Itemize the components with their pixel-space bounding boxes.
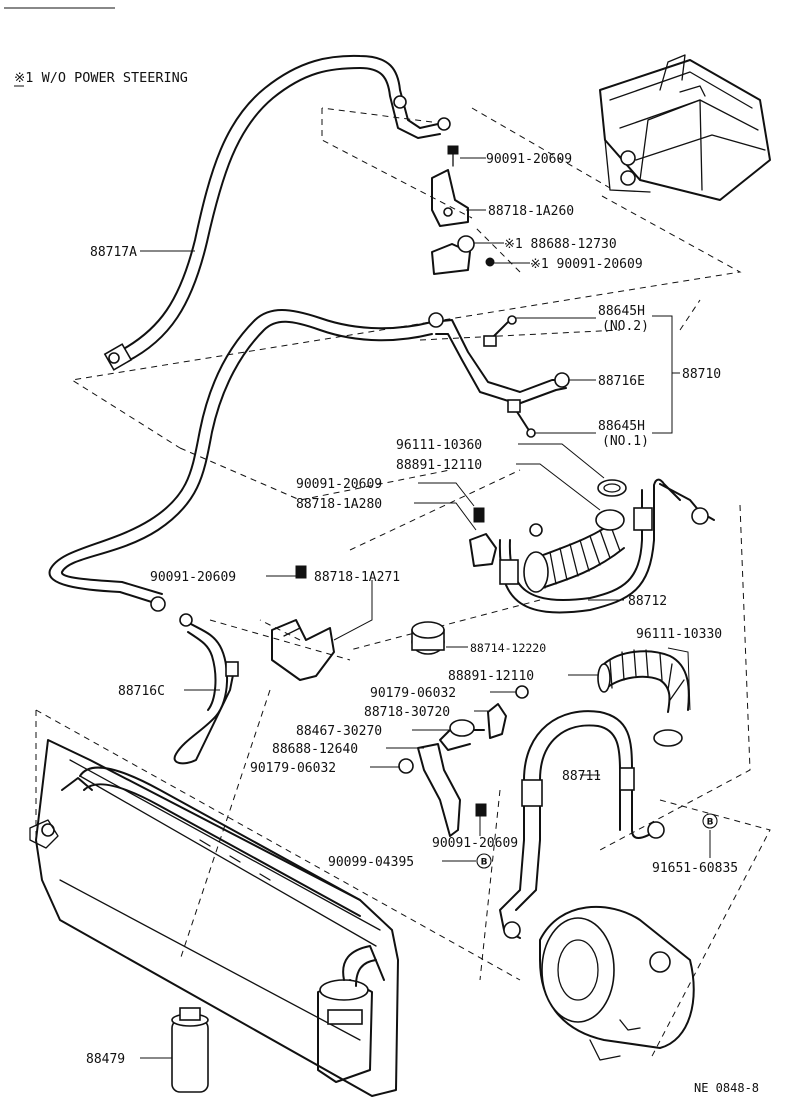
label-88716E: 88716E	[598, 374, 645, 389]
label-88718-30720: 88718-30720	[364, 705, 450, 720]
label-88891-12110-b: 88891-12110	[448, 669, 534, 684]
bracket-88688-12640	[398, 743, 487, 837]
label-88467-30270: 88467-30270	[296, 724, 382, 739]
clamp-88688-12730	[431, 235, 495, 275]
label-88710: 88710	[682, 367, 721, 382]
svg-text:B: B	[707, 818, 714, 828]
hose-88712	[498, 478, 715, 614]
label-88645H-no1: 88645H	[598, 419, 645, 434]
label-96111-10330: 96111-10330	[636, 627, 722, 642]
pipe-88716C	[173, 613, 239, 765]
condenser	[29, 739, 399, 1097]
header-note: ※1 W/O POWER STEERING	[14, 70, 188, 86]
label-90179-06032-a: 90179-06032	[370, 686, 456, 701]
receiver-dryer	[317, 945, 385, 1083]
hose-96111-10330	[597, 649, 690, 747]
label-88712: 88712	[628, 594, 667, 609]
o-ring-96111-10360	[597, 479, 627, 497]
ref-marker-b-2: B	[702, 813, 718, 829]
label-90091-20609-s1: ※1 90091-20609	[530, 257, 643, 272]
label-90099-04395: 90099-04395	[328, 855, 414, 870]
label-88716C: 88716C	[118, 684, 165, 699]
label-88711: 88711	[562, 769, 601, 784]
label-90091-20609-low: 90091-20609	[432, 836, 518, 851]
label-88479: 88479	[86, 1052, 125, 1067]
clamp-88718-1A280	[469, 507, 497, 567]
label-90179-06032-b: 90179-06032	[250, 761, 336, 776]
figure-code: NE 0848-8	[694, 1081, 759, 1095]
switch-88467-30270	[439, 719, 485, 751]
refrigerant-oil-88479	[171, 1007, 209, 1093]
label-88688-12730: ※1 88688-12730	[504, 237, 617, 252]
label-88718-1A260: 88718-1A260	[488, 204, 574, 219]
label-90091-20609-top: 90091-20609	[486, 152, 572, 167]
pressure-switch-88645H-no2	[483, 315, 517, 347]
compressor	[539, 905, 695, 1061]
bracket-88718-30720	[487, 703, 507, 739]
part-labels: 90091-20609 88718-1A260 ※1 88688-12730 ※…	[86, 152, 759, 1095]
label-90091-20609-left: 90091-20609	[150, 570, 236, 585]
label-88645H-no2-sub: (NO.2)	[602, 319, 649, 334]
label-88891-12110-a: 88891-12110	[396, 458, 482, 473]
label-91651-60835: 91651-60835	[652, 861, 738, 876]
sleeve-88714-12220	[411, 621, 445, 655]
label-88717A: 88717A	[90, 245, 137, 260]
pressure-switch-88645H-no1	[507, 399, 536, 438]
label-90091-20609-mid: 90091-20609	[296, 477, 382, 492]
label-88645H-no1-sub: (NO.1)	[602, 434, 649, 449]
pipe-88710	[48, 309, 570, 612]
clamp-88718-1A260	[431, 145, 469, 227]
nut-90179-06032-a	[515, 685, 529, 699]
label-96111-10360: 96111-10360	[396, 438, 482, 453]
bracket-88718-1A271	[271, 565, 335, 681]
label-88645H-no2: 88645H	[598, 304, 645, 319]
ref-marker-b-1: B	[476, 853, 492, 869]
label-88688-12640: 88688-12640	[272, 742, 358, 757]
hose-88711	[499, 710, 665, 939]
svg-text:B: B	[481, 858, 488, 868]
evaporator-housing	[599, 54, 771, 201]
leader-lines	[140, 157, 711, 1059]
label-88718-1A280: 88718-1A280	[296, 497, 382, 512]
hose-88717A	[103, 54, 451, 371]
label-88714-12220: 88714-12220	[470, 641, 546, 655]
label-88718-1A271: 88718-1A271	[314, 570, 400, 585]
